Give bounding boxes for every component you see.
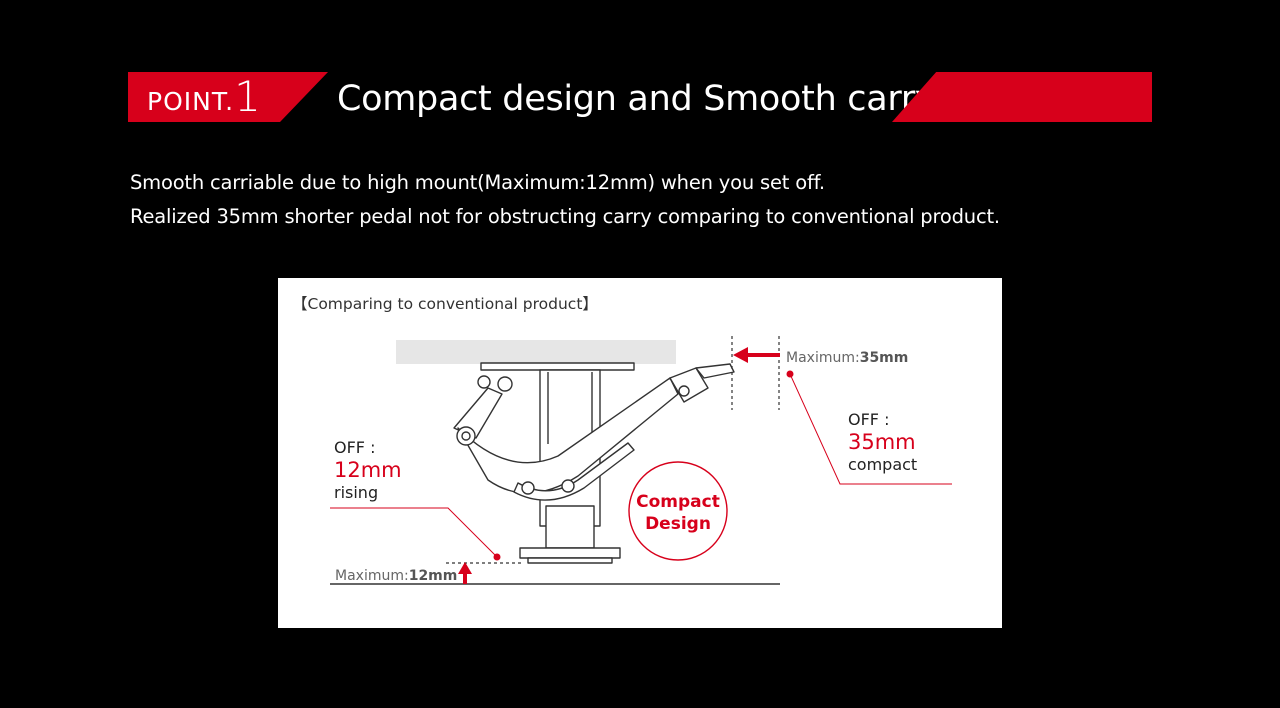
pedal-lever	[457, 377, 679, 494]
bottom-measure: Maximum:12mm	[335, 568, 457, 584]
left-callout-note: rising	[334, 483, 378, 502]
bottom-arrow-head	[458, 562, 472, 574]
right-callout-line	[789, 373, 952, 485]
section-title: Compact design and Smooth carry	[337, 79, 936, 119]
right-callout-dot	[786, 370, 794, 378]
compact-design-badge	[628, 461, 728, 561]
right-callout-note: compact	[848, 455, 917, 474]
top-plate	[480, 362, 635, 371]
base-plate	[519, 547, 621, 559]
point-label: POINT.1	[147, 72, 261, 122]
description: Smooth carriable due to high mount(Maxim…	[130, 166, 1130, 234]
point-word: POINT.	[147, 86, 235, 116]
badge-line-2: Design	[645, 514, 711, 534]
stem	[545, 505, 595, 549]
left-callout-value: 12mm	[334, 458, 402, 482]
left-callout-dot	[493, 553, 501, 561]
right-callout-value: 35mm	[848, 430, 916, 454]
diagram-caption: 【Comparing to conventional product】	[292, 295, 598, 313]
description-line-2: Realized 35mm shorter pedal not for obst…	[130, 205, 1000, 228]
top-measure: Maximum:35mm	[786, 350, 908, 366]
comparison-diagram-panel: 【Comparing to conventional product】	[278, 278, 1002, 628]
top-measure-value: 35mm	[860, 350, 909, 366]
mounting-surface	[396, 340, 676, 364]
title-accent-bar	[892, 72, 1152, 122]
badge-line-1: Compact	[636, 492, 720, 512]
bottom-measure-value: 12mm	[409, 568, 458, 584]
description-line-1: Smooth carriable due to high mount(Maxim…	[130, 171, 825, 194]
left-callout-state: OFF :	[334, 438, 375, 457]
bottom-measure-label: Maximum:	[335, 568, 409, 584]
top-measure-label: Maximum:	[786, 350, 860, 366]
right-callout-state: OFF :	[848, 410, 889, 429]
caster-diagram: 【Comparing to conventional product】	[292, 295, 952, 585]
pivot-pins	[456, 375, 690, 495]
left-callout-line	[330, 507, 497, 557]
point-number: 1	[234, 71, 261, 121]
top-arrow-head	[733, 347, 748, 363]
